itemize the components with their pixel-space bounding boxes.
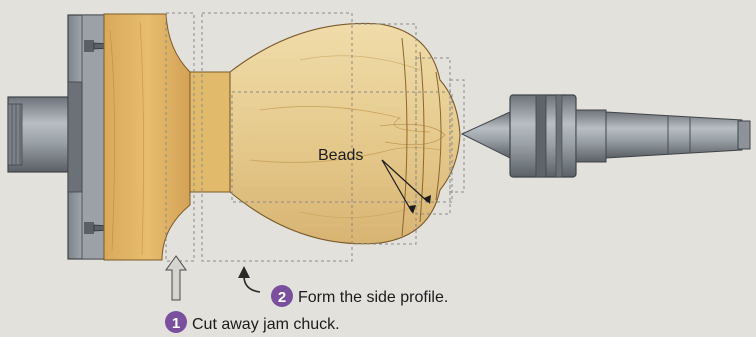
step2-label: 2 Form the side profile.: [271, 285, 448, 307]
tenon: [190, 72, 230, 192]
step1-number: 1: [172, 315, 180, 332]
live-center: [462, 95, 750, 177]
step2-number: 2: [278, 289, 286, 306]
step1-text: Cut away jam chuck.: [192, 316, 340, 333]
spindle: [8, 97, 70, 172]
jam-chuck: [104, 14, 190, 260]
step1-label: 1 Cut away jam chuck.: [165, 311, 340, 333]
step2-arrow-icon: [238, 266, 260, 292]
step1-arrow-icon: [166, 256, 186, 300]
beads-label: Beads: [318, 147, 363, 164]
workpiece: [230, 23, 460, 243]
step2-text: Form the side profile.: [298, 289, 448, 306]
